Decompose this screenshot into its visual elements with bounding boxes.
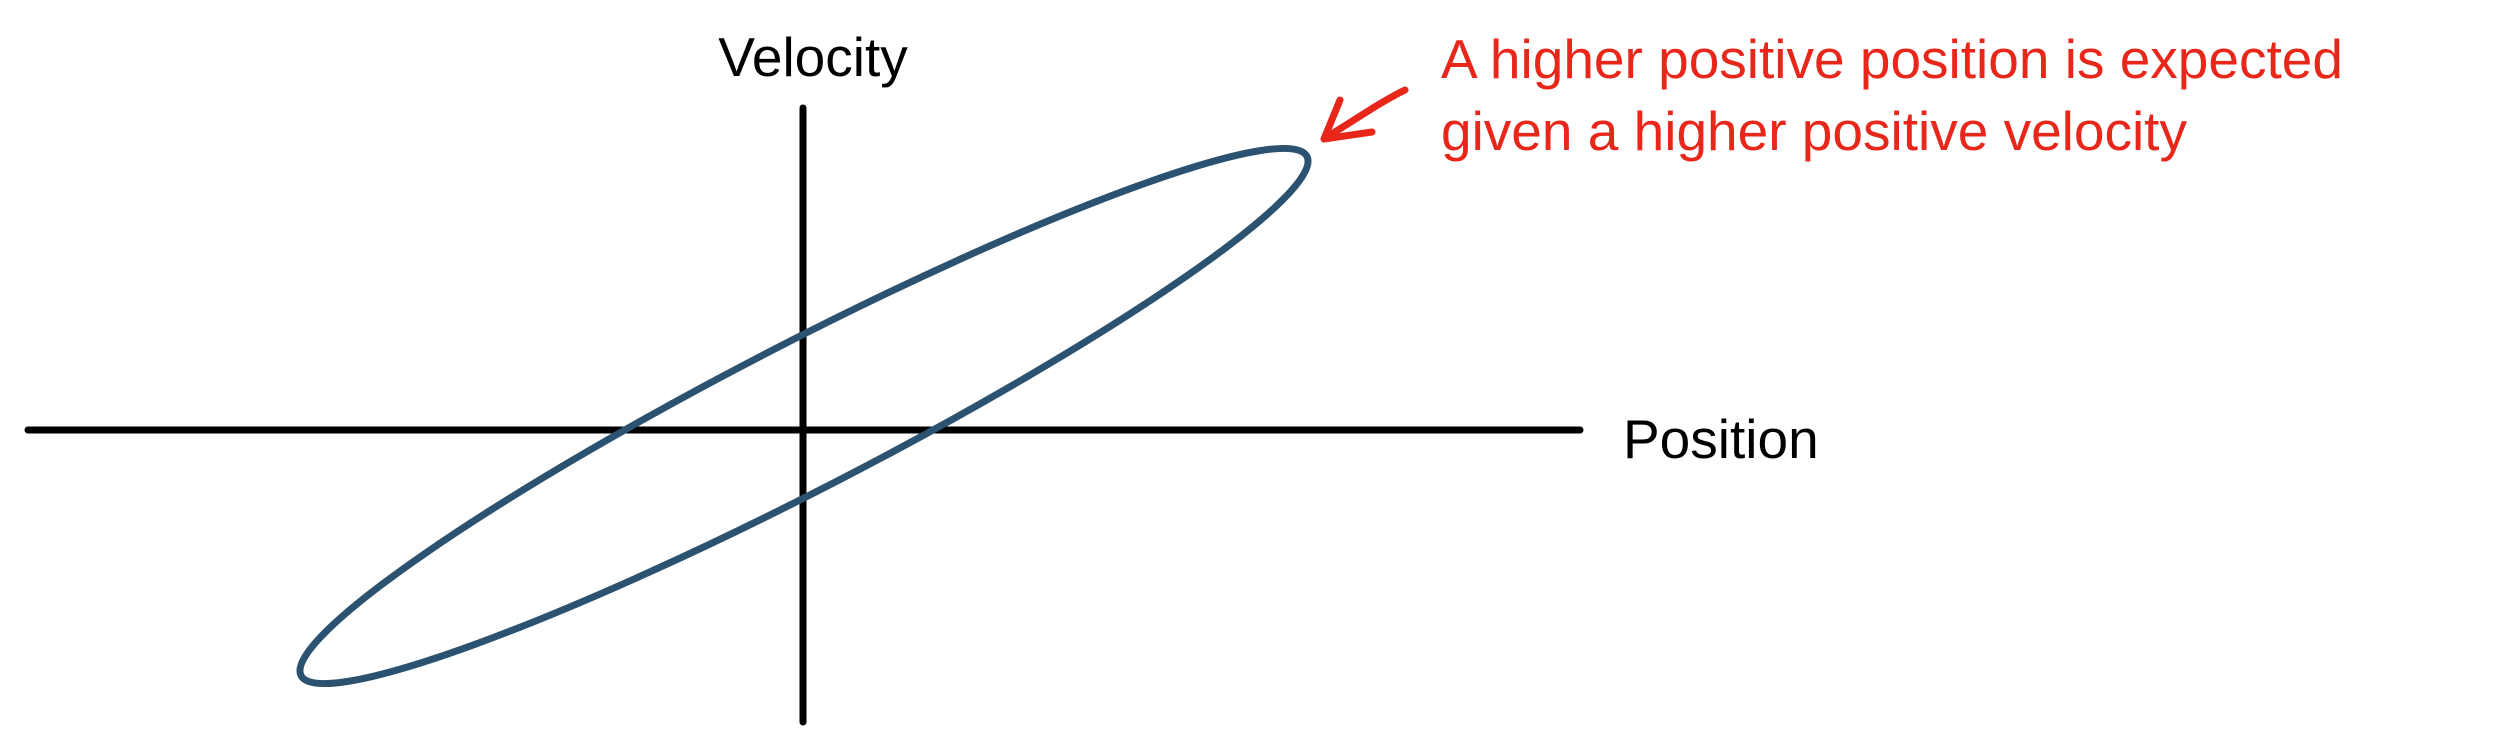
arrow-shaft [1321,86,1409,142]
correlation-ellipse [296,144,1312,688]
y-axis-label: Velocity [718,26,908,88]
x-axis-label: Position [1623,408,1819,470]
annotation-arrow [1320,86,1409,143]
annotation-line-1: A higher positive position is expected [1441,28,2343,90]
arrow-head [1320,96,1376,143]
annotation-line-2: given a higher positive velocity [1441,100,2187,162]
